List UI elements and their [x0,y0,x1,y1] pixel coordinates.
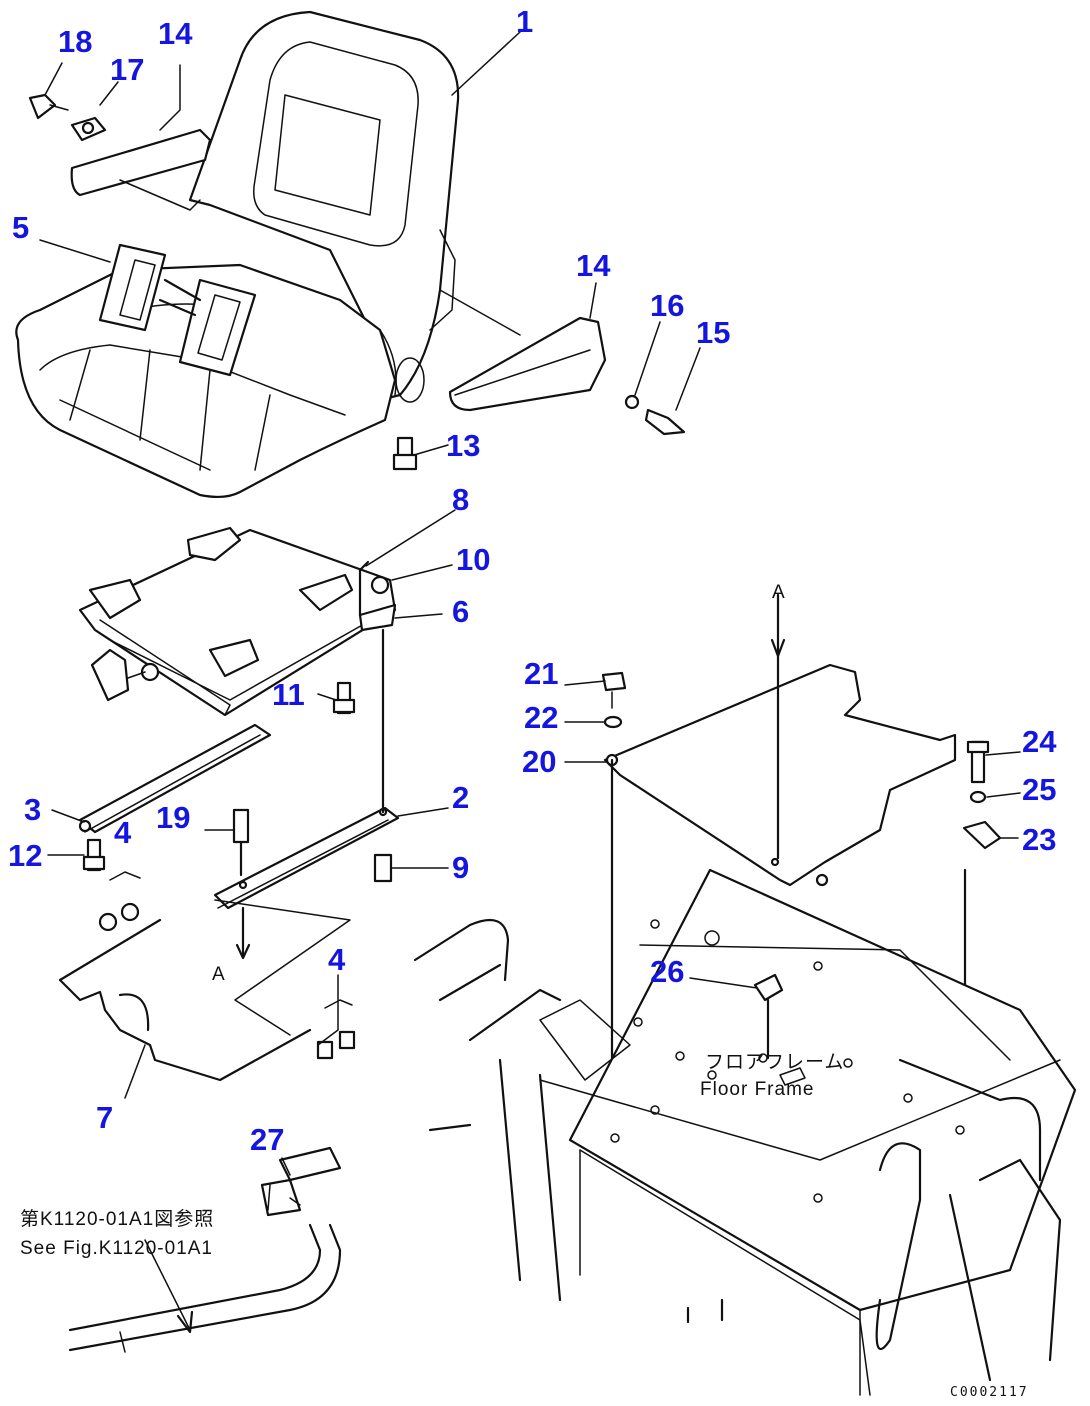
callout-13: 13 [446,428,480,463]
callout-6: 6 [452,594,469,629]
callout-1: 1 [516,4,533,39]
callout-8: 8 [452,482,469,517]
callout-4-lower: 4 [328,942,346,977]
callout-7: 7 [96,1100,113,1135]
rail-2 [213,628,400,960]
drawing-code: C0002117 [950,1385,1029,1400]
wire-bracket-7 [58,871,356,1082]
callout-3: 3 [24,792,41,827]
floor-frame-label-en: Floor Frame [700,1079,814,1100]
seat-base-6 [78,526,397,717]
floor-frame-label-jp: フロアフレーム [705,1052,844,1073]
callout-20: 20 [522,744,556,779]
armrest-right [439,289,686,436]
callout-labels: 1 2 3 4 4 5 6 7 8 9 10 11 12 13 14 14 15… [8,4,1057,1157]
rail-3 [78,723,272,834]
callout-23: 23 [1022,822,1056,857]
callout-26: 26 [650,954,684,989]
callout-27: 27 [250,1122,284,1157]
callout-22: 22 [524,700,558,735]
bolt-11 [332,681,356,715]
arrow-marker-a-top: A [772,582,786,603]
text-labels: フロアフレーム Floor Frame 第K1120-01A1図参照 See F… [20,582,1029,1400]
floor-frame [413,868,1077,1396]
callout-14-right: 14 [576,248,611,283]
callout-16: 16 [650,288,684,323]
armrest-left [28,93,212,211]
reference-note-jp: 第K1120-01A1図参照 [20,1208,214,1230]
callout-2: 2 [452,780,469,815]
bolt-12 [82,838,106,872]
callout-5: 5 [12,210,29,245]
callout-9: 9 [452,850,469,885]
callout-4-upper: 4 [114,815,132,850]
leader-lines [39,31,1021,1176]
bolt-13 [392,436,418,471]
callout-10: 10 [456,542,490,577]
callout-25: 25 [1022,772,1056,807]
callout-21: 21 [524,656,558,691]
callout-15: 15 [696,315,730,350]
callout-11: 11 [272,677,305,712]
callout-24: 24 [1022,724,1057,759]
callout-17: 17 [110,52,144,87]
callout-18: 18 [58,24,92,59]
callout-19: 19 [156,800,190,835]
callout-14-left: 14 [158,16,193,51]
callout-12: 12 [8,838,42,873]
reference-note-en: See Fig.K1120-01A1 [20,1238,213,1259]
arrow-marker-a-left: A [212,964,226,985]
seat-assembly [15,10,460,499]
part-27-and-cable [68,1146,342,1353]
